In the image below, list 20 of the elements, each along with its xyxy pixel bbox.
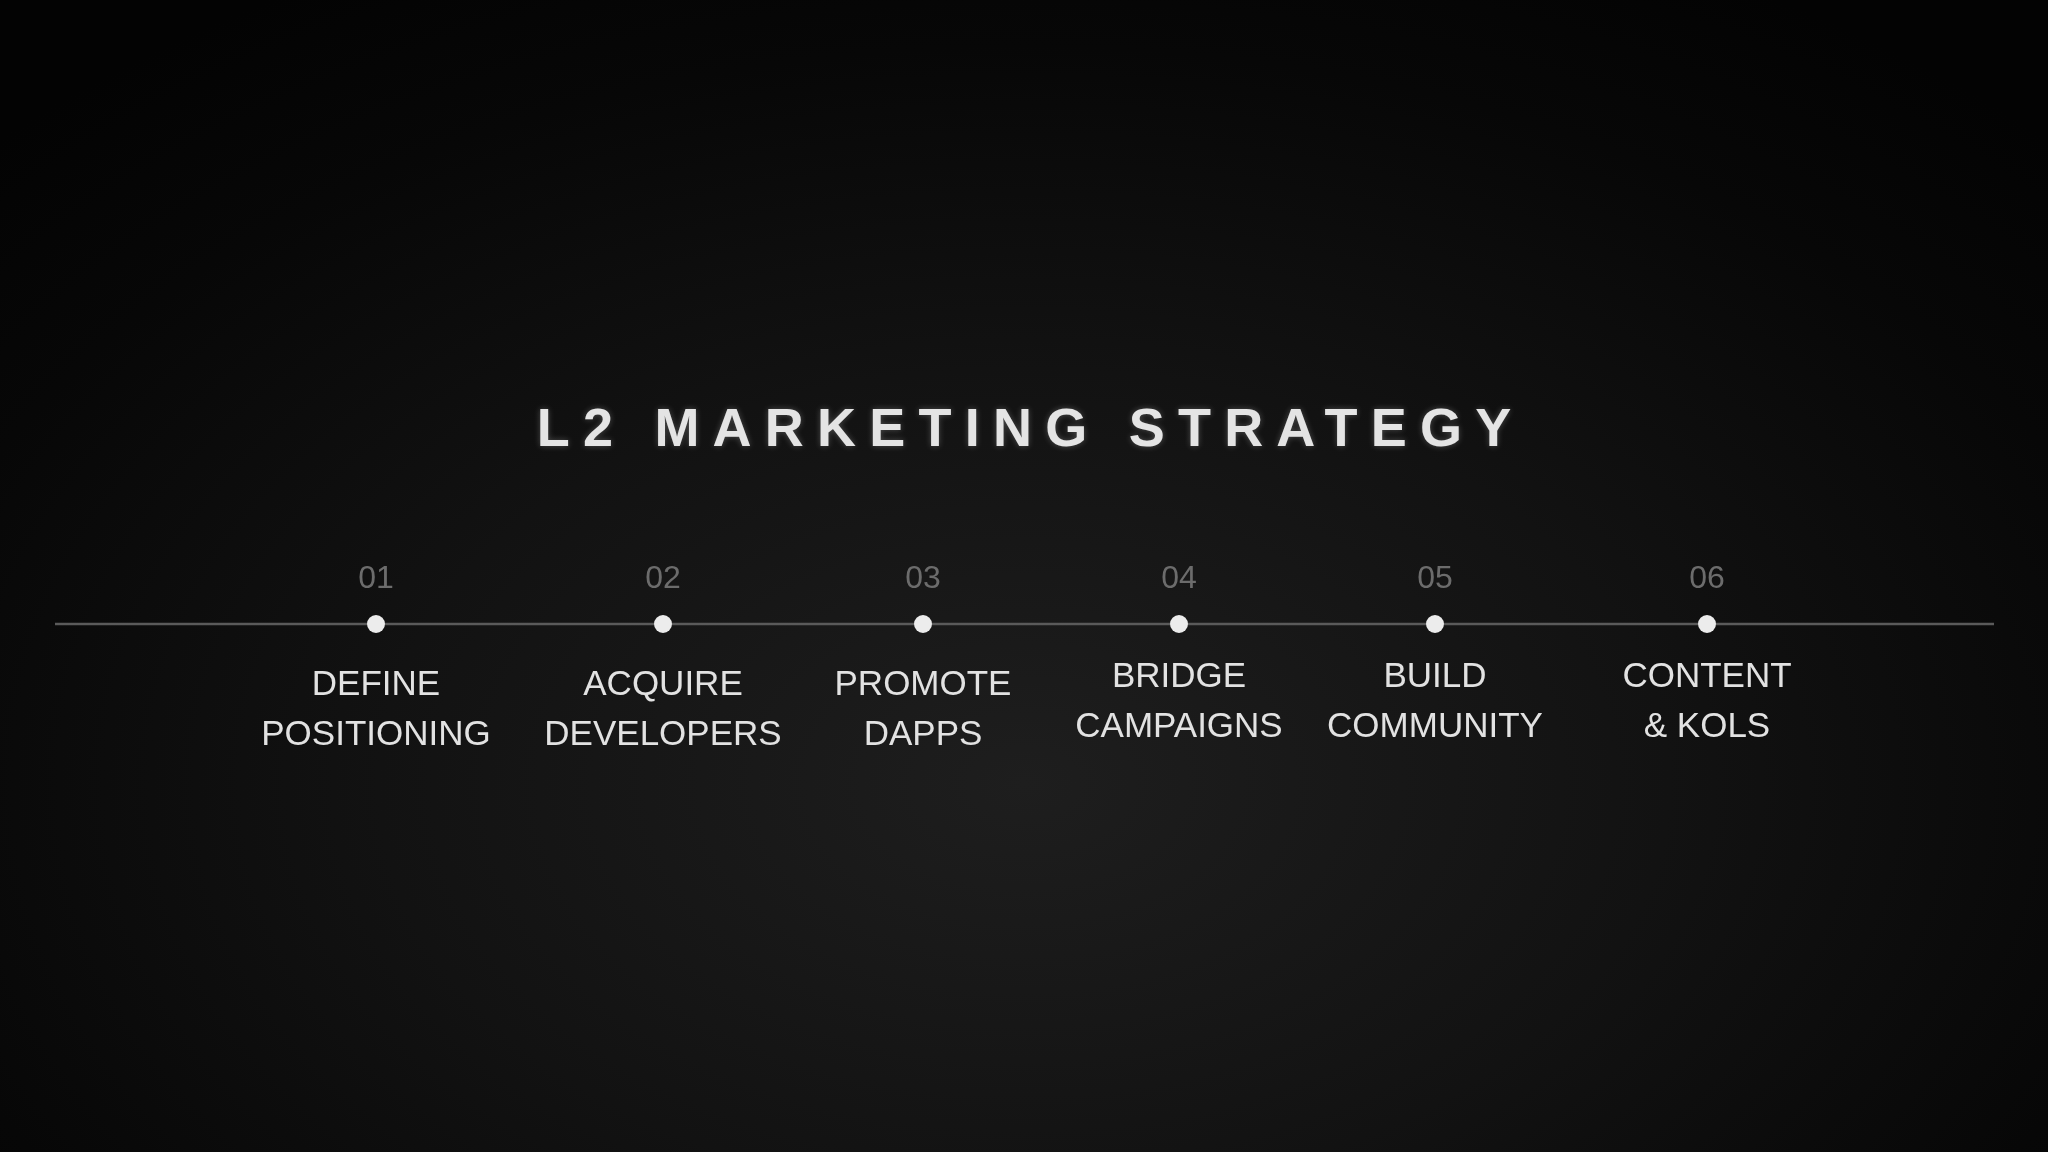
step-number: 04 — [1160, 558, 1198, 596]
step-number: 05 — [1416, 558, 1454, 596]
timeline-line — [932, 622, 1170, 626]
step-number: 06 — [1688, 558, 1726, 596]
step-label: CONTENT & KOLS — [1621, 654, 1793, 746]
timeline-line — [55, 622, 367, 626]
step-label: BRIDGE CAMPAIGNS — [1074, 654, 1284, 746]
title: L2 MARKETING STRATEGY — [535, 396, 1526, 458]
step-number: 01 — [357, 558, 395, 596]
timeline-line — [672, 622, 914, 626]
timeline-line — [385, 622, 654, 626]
timeline-line — [1716, 622, 1994, 626]
step-label: DEFINE POSITIONING — [260, 662, 492, 754]
timeline-line — [1188, 622, 1426, 626]
step-number: 03 — [904, 558, 942, 596]
step-label: BUILD COMMUNITY — [1326, 654, 1544, 746]
step-label: PROMOTE DAPPS — [833, 662, 1013, 754]
step-number: 02 — [644, 558, 682, 596]
timeline-line — [1444, 622, 1698, 626]
step-label: ACQUIRE DEVELOPERS — [543, 662, 783, 754]
